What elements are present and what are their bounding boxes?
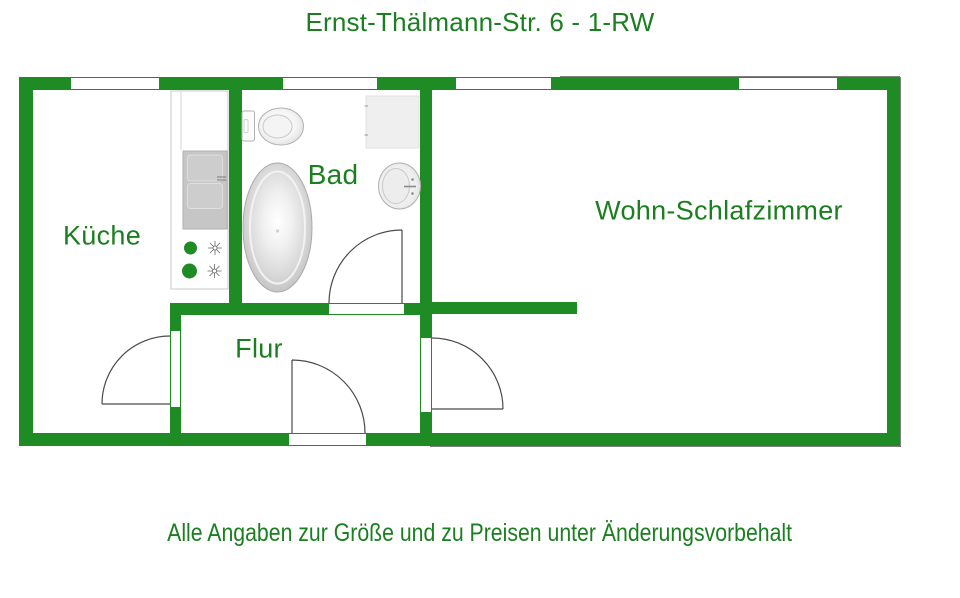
wall-kitchen-bath [229, 90, 242, 315]
wall-outline-shadow-top [560, 76, 900, 77]
kitchen-sink [182, 150, 228, 230]
stove-burners [207, 241, 222, 278]
disclaimer-caption: Alle Angaben zur Größe und zu Preisen un… [0, 519, 960, 548]
appliance [364, 95, 420, 149]
toilet [241, 107, 304, 146]
room-label-bath: Bad [307, 159, 359, 190]
door-swing-kitchen [101, 335, 171, 405]
door-opening-bath [328, 303, 405, 315]
door-opening-entry [288, 433, 367, 446]
washbasin [378, 162, 421, 210]
stove-hotplates [182, 241, 197, 279]
door-swing-bath [328, 229, 403, 304]
disclaimer-text: Alle Angaben zur Größe und zu Preisen un… [167, 519, 793, 547]
wall-outline-shadow-bottom [430, 446, 901, 447]
wall-exterior-left [19, 77, 33, 446]
wall-outline-shadow-right [900, 77, 901, 447]
door-opening-living [420, 337, 432, 413]
door-swing-living [431, 337, 504, 410]
wall-living-stub [432, 302, 577, 314]
page-title: Ernst-Thälmann-Str. 6 - 1-RW [305, 7, 655, 37]
window-bath [282, 77, 378, 90]
room-label-living: Wohn-Schlafzimmer [595, 195, 843, 226]
door-opening-kitchen [170, 330, 181, 408]
room-label-hall: Flur [235, 333, 283, 364]
wall-exterior-right [887, 77, 900, 446]
room-label-kitchen: Küche [62, 220, 142, 251]
window-living-right [738, 77, 838, 90]
window-living-left [455, 77, 552, 90]
bathtub [242, 162, 313, 293]
wall-exterior-bottom [19, 433, 900, 446]
door-swing-entry [291, 359, 366, 434]
window-kitchen [70, 77, 160, 90]
